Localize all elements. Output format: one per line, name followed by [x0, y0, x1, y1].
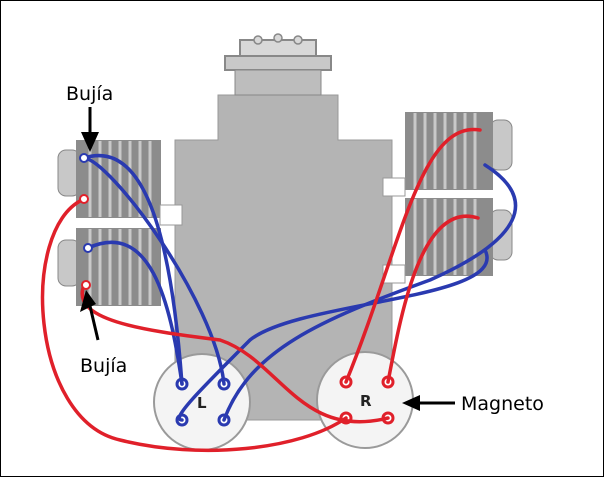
spark-plug-terminal: [83, 243, 93, 253]
label-magneto-group: Magneto: [402, 393, 544, 415]
cylinder-right-top: [382, 112, 513, 197]
red-wires: [40, 127, 482, 453]
magneto-left-letter: L: [197, 394, 207, 412]
label-bujia-bottom: Bujía: [80, 355, 127, 377]
blue-wire-1: [82, 153, 184, 386]
blue-wire-4: [222, 163, 518, 422]
engine-block: [174, 33, 393, 421]
red-wire-3: [40, 198, 348, 453]
cylinder-left-top: [57, 140, 183, 226]
magneto-left: L: [153, 353, 251, 451]
cylinder-left-bottom: [57, 228, 161, 306]
red-wire-4: [80, 283, 390, 424]
arrow-left-icon: [402, 395, 420, 411]
magneto-right: R: [316, 351, 414, 449]
arrow-up-icon: [80, 290, 96, 312]
blue-wire-3: [86, 240, 184, 386]
red-wire-2: [386, 214, 480, 384]
spark-plug-terminal: [81, 280, 91, 290]
label-bujia-bottom-group: Bujía: [80, 290, 127, 377]
magneto-right-letter: R: [360, 392, 372, 410]
blue-wire-5: [177, 248, 489, 422]
red-wire-1: [344, 127, 482, 384]
blue-wires: [82, 153, 518, 422]
blue-wire-2: [82, 156, 226, 386]
label-bujia-top: Bujía: [66, 83, 113, 105]
spark-plug-terminal: [79, 194, 89, 204]
label-bujia-top-group: Bujía: [66, 83, 113, 152]
arrow-down-icon: [81, 132, 99, 152]
spark-plug-terminal: [79, 153, 89, 163]
arrow-line: [88, 305, 100, 341]
label-magneto: Magneto: [461, 393, 544, 415]
